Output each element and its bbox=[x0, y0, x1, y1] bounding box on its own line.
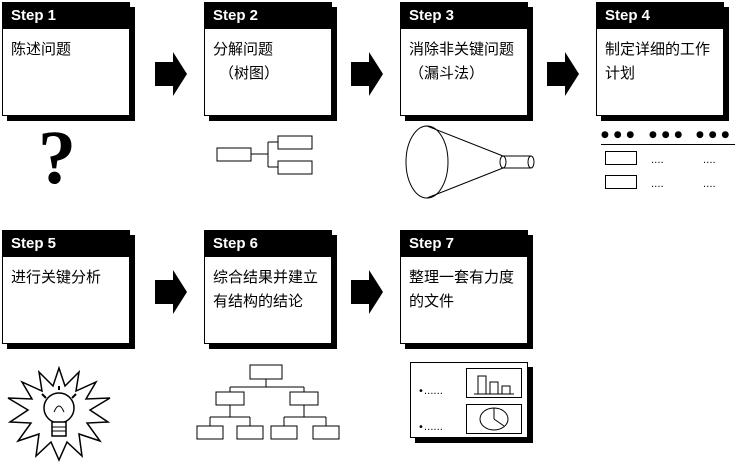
arrow-right-icon bbox=[351, 52, 383, 96]
step-5-text: 进行关键分析 bbox=[11, 268, 102, 286]
step-7-box: Step 7 整理一套有力度的文件 bbox=[400, 230, 528, 344]
step-7-text: 整理一套有力度的文件 bbox=[409, 268, 515, 310]
step-3-box: Step 3 消除非关键问题（漏斗法） bbox=[400, 2, 528, 116]
step-3-text: 消除非关键问题（漏斗法） bbox=[409, 40, 515, 82]
arrow-right-icon bbox=[155, 270, 187, 314]
work-plan-icon: ● ● ● ● ● ● ● ● ● .... .... .... .... bbox=[599, 130, 739, 194]
step-2-subtext: （树图） bbox=[219, 64, 280, 82]
plan-bullets-3: ● ● ● bbox=[696, 130, 731, 140]
document-slide-icon: •...... •...... bbox=[410, 362, 536, 446]
doc-bullet-1: •...... bbox=[418, 386, 443, 397]
plan-ellipsis-1: .... bbox=[651, 155, 664, 166]
plan-bullets-1: ● ● ● bbox=[601, 130, 636, 140]
step-1-text: 陈述问题 bbox=[11, 40, 72, 58]
step-5-box: Step 5 进行关键分析 bbox=[2, 230, 130, 344]
arrow-right-icon bbox=[547, 52, 579, 96]
step-1-box: Step 1 陈述问题 bbox=[2, 2, 130, 116]
step-2-box: Step 2 分解问题 （树图） bbox=[204, 2, 332, 116]
bar-chart-thumbnail-icon bbox=[466, 368, 522, 398]
step-7-header: Step 7 bbox=[401, 231, 527, 257]
step-2-text: 分解问题 bbox=[213, 40, 274, 58]
question-mark-icon: ? bbox=[38, 116, 76, 200]
step-4-text: 制定详细的工作计划 bbox=[605, 40, 711, 82]
doc-bullet-2: •...... bbox=[418, 422, 443, 433]
plan-ellipsis-3: .... bbox=[651, 179, 664, 190]
plan-ellipsis-4: .... bbox=[703, 179, 716, 190]
plan-bullets-2: ● ● ● bbox=[649, 130, 684, 140]
step-6-box: Step 6 综合结果并建立有结构的结论 bbox=[204, 230, 332, 344]
plan-ellipsis-2: .... bbox=[703, 155, 716, 166]
step-2-header: Step 2 bbox=[205, 3, 331, 29]
plan-task-box-1 bbox=[605, 151, 637, 165]
hierarchy-chart-icon bbox=[196, 364, 340, 440]
step-6-header: Step 6 bbox=[205, 231, 331, 257]
arrow-right-icon bbox=[351, 270, 383, 314]
step-3-header: Step 3 bbox=[401, 3, 527, 29]
step-4-box: Step 4 制定详细的工作计划 bbox=[596, 2, 724, 116]
funnel-icon bbox=[405, 125, 535, 199]
arrow-right-icon bbox=[155, 52, 187, 96]
step-1-header: Step 1 bbox=[3, 3, 129, 29]
step-6-text: 综合结果并建立有结构的结论 bbox=[213, 268, 319, 310]
lightbulb-icon bbox=[7, 366, 111, 462]
pie-chart-thumbnail-icon bbox=[466, 404, 522, 434]
plan-rule bbox=[601, 144, 735, 145]
step-4-header: Step 4 bbox=[597, 3, 723, 29]
plan-task-box-2 bbox=[605, 175, 637, 189]
tree-diagram-icon bbox=[216, 135, 313, 175]
step-5-header: Step 5 bbox=[3, 231, 129, 257]
